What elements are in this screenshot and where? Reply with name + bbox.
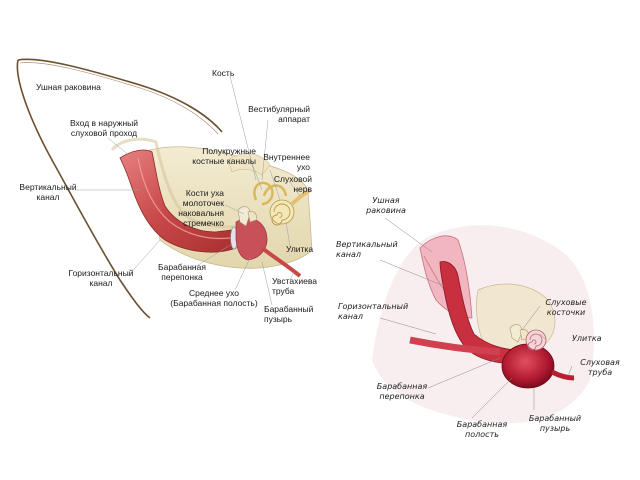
- right-bulla: [501, 343, 555, 389]
- eustachian-tube: [260, 246, 302, 278]
- label-middle-ear: Среднее ухо (Барабанная полость): [170, 288, 258, 308]
- ossicles: [237, 206, 257, 227]
- label-auricle: Ушная раковина: [36, 82, 101, 92]
- label-horizontal-canal: Горизонтальный канал: [68, 268, 134, 288]
- left-leader-lines: [75, 75, 301, 306]
- label-cochlea: Улитка: [286, 244, 314, 254]
- left-ear-diagram: [16, 58, 313, 319]
- right-label-auditory-tube: Слуховая труба: [580, 358, 620, 377]
- right-label-auricle: Ушная раковина: [366, 196, 406, 215]
- right-leader-lines: [379, 217, 573, 419]
- right-label-eardrum: Барабанная перепонка: [376, 382, 428, 401]
- label-bone: Кость: [212, 68, 235, 78]
- label-vestibular: Вестибулярный аппарат: [248, 104, 310, 124]
- label-eardrum: Барабанная перепонка: [158, 262, 206, 282]
- right-label-cochlea: Улитка: [572, 334, 602, 343]
- label-ossicles: Кости уха молоточек наковальня стремечко: [178, 188, 224, 228]
- label-ear-canal-entrance: Вход в наружный слуховой проход: [69, 118, 139, 138]
- auricle-outline: [16, 58, 223, 319]
- label-vertical-canal: Вертикальный канал: [19, 182, 77, 202]
- right-label-tympanic-cavity: Барабанная полость: [456, 420, 508, 439]
- right-label-bulla: Барабанный пузырь: [528, 414, 582, 433]
- right-auditory-tube: [550, 369, 575, 381]
- semicircular-canals: [253, 181, 288, 206]
- label-semicircular: Полукружные костные каналы: [192, 146, 256, 166]
- label-bulla: Барабанный пузырь: [264, 304, 314, 324]
- label-eustachian: Увстахиева труба: [272, 276, 317, 296]
- cochlea: [269, 199, 295, 226]
- right-label-vertical-canal: Вертикальный канал: [336, 240, 398, 259]
- right-ear-diagram: [372, 217, 595, 424]
- right-label-ossicles: Слуховые косточки: [545, 298, 587, 317]
- label-inner-ear: Внутреннее ухо: [263, 152, 310, 172]
- auditory-nerve: [290, 188, 312, 206]
- right-label-horizontal-canal: Горизонтальный канал: [338, 302, 409, 321]
- right-cochlea: [525, 329, 547, 351]
- label-auditory-nerve: Слуховой нерв: [273, 174, 312, 194]
